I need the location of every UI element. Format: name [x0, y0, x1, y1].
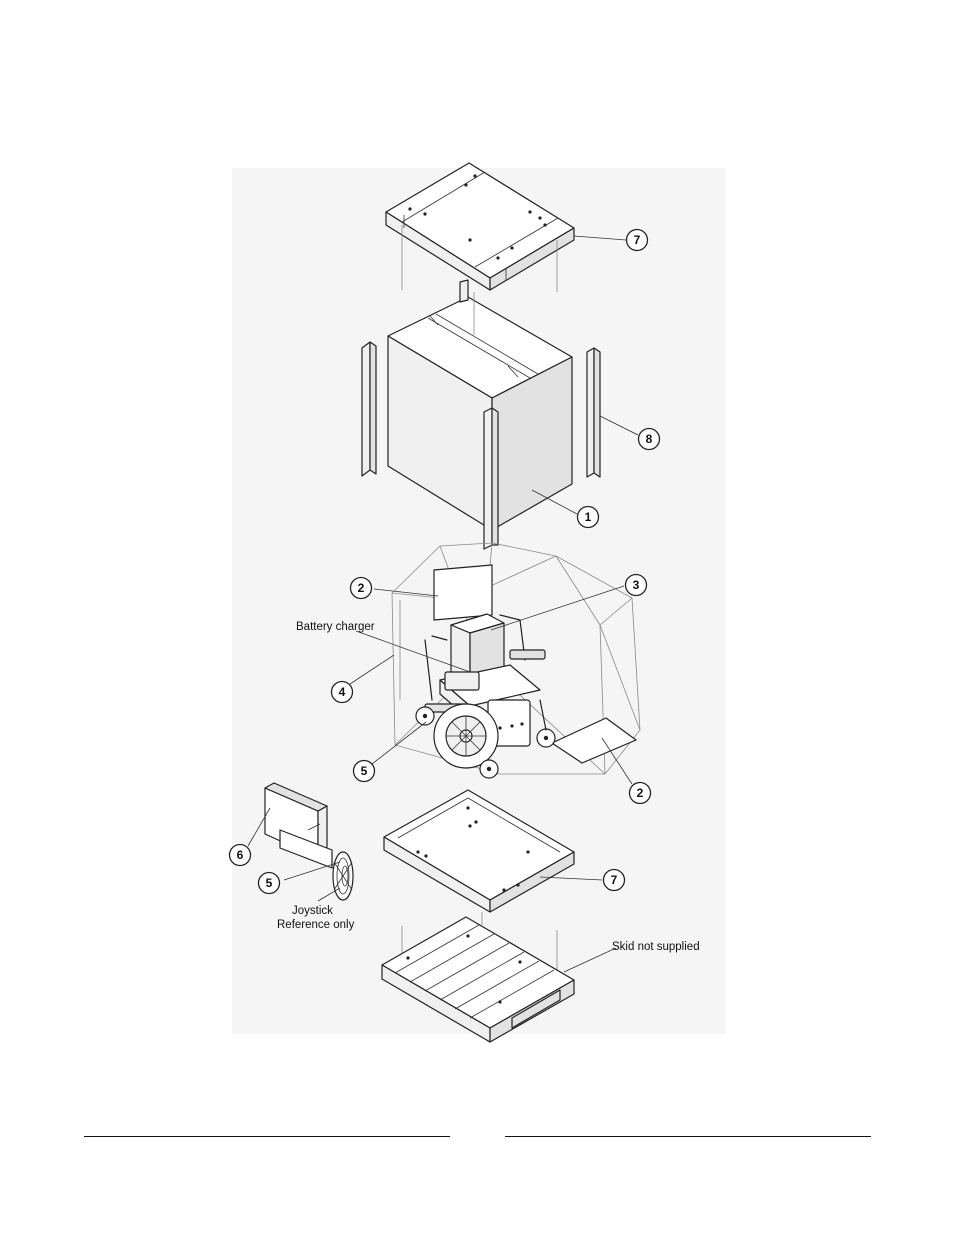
top-tray-lid [385, 162, 575, 292]
callout-8: 8 [637, 427, 661, 451]
svg-text:6: 6 [237, 848, 244, 862]
callout-3: 3 [624, 573, 648, 597]
svg-text:5: 5 [266, 876, 273, 890]
corner-post-right [586, 347, 601, 478]
joystick-reference-label: Reference only [277, 919, 355, 931]
svg-text:2: 2 [637, 786, 644, 800]
skid-label: Skid not supplied [612, 941, 700, 953]
svg-text:5: 5 [361, 764, 368, 778]
footer-rule-left [84, 1136, 450, 1137]
footer-rule-right [505, 1136, 871, 1137]
callout-2-upper: 2 [349, 576, 373, 600]
joystick [332, 851, 354, 901]
svg-text:4: 4 [339, 685, 346, 699]
callout-4: 4 [330, 680, 354, 704]
callout-7-bottom: 7 [602, 868, 626, 892]
joystick-box [264, 782, 333, 869]
joystick-label: Joystick [292, 905, 333, 917]
callout-2-lower: 2 [628, 781, 652, 805]
svg-text:7: 7 [634, 233, 641, 247]
callout-5-chair: 5 [352, 759, 376, 783]
svg-text:7: 7 [611, 873, 618, 887]
callout-5-joystick: 5 [257, 871, 281, 895]
leader-lines [247, 235, 639, 973]
svg-text:2: 2 [358, 581, 365, 595]
svg-text:1: 1 [585, 510, 592, 524]
callout-1: 1 [576, 505, 600, 529]
svg-text:8: 8 [646, 432, 653, 446]
corner-post-left [361, 341, 377, 477]
svg-text:3: 3 [633, 578, 640, 592]
battery-charger-label: Battery charger [296, 621, 375, 633]
power-wheelchair [415, 613, 556, 779]
callout-6: 6 [228, 843, 252, 867]
carton-box [387, 279, 573, 550]
skid-pallet [381, 916, 575, 1043]
callout-7-top: 7 [625, 228, 649, 252]
